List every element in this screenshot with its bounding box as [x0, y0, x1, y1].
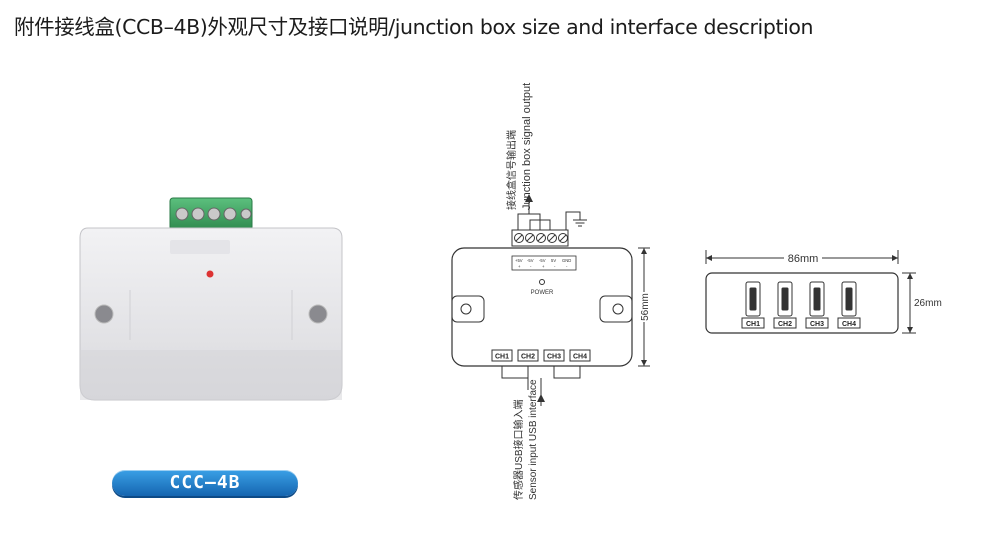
terminal-label-4: 5V: [551, 258, 556, 263]
front-ch1: CH1: [495, 354, 509, 361]
side-housing: [705, 272, 899, 334]
power-led-indicator: [539, 279, 545, 285]
sensor-input-en: Sensor input USB interface: [528, 379, 539, 500]
sensor-input-cn: 传感器USB接口输入端: [512, 399, 525, 500]
side-ch3: CH3: [810, 321, 824, 328]
terminal-sub-5: -: [566, 264, 568, 269]
signal-output-cn: 接线盒信号输出端: [505, 130, 518, 210]
terminal-label-5: GND: [562, 258, 571, 263]
side-ch4: CH4: [842, 321, 856, 328]
terminal-sub-1: +: [518, 264, 521, 269]
front-ch3: CH3: [547, 354, 561, 361]
product-photo: [79, 197, 343, 401]
side-view-diagram: 86mm 26mm CH1 CH2 CH3 CH4: [705, 250, 942, 334]
terminal-sub-3: +: [542, 264, 545, 269]
front-view-diagram: 接线盒信号输出端 Junction box signal output +5V …: [451, 83, 651, 500]
terminal-label-1: +5V: [515, 258, 523, 263]
front-ch2: CH2: [521, 354, 535, 361]
mounting-hole-left: [460, 303, 472, 315]
side-height-dim: 26mm: [914, 298, 942, 309]
terminal-sub-4: -: [554, 264, 556, 269]
mounting-hole-right: [612, 303, 624, 315]
mounting-hole-left: [94, 304, 114, 324]
terminal-sub-2: -: [530, 264, 532, 269]
terminal-label-3: -5V: [539, 258, 546, 263]
ground-icon: [573, 219, 587, 227]
terminal-block: [169, 197, 253, 231]
side-ch2: CH2: [778, 321, 792, 328]
model-label-pill: CCC–4B: [112, 470, 298, 496]
power-led: [206, 270, 214, 278]
side-ch1: CH1: [746, 321, 760, 328]
front-ch4: CH4: [573, 354, 587, 361]
mounting-hole-right: [308, 304, 328, 324]
signal-output-en: Junction box signal output: [521, 83, 533, 210]
terminal-screws: [511, 229, 569, 247]
terminal-label-2: -5V: [527, 258, 534, 263]
side-width-dim: 86mm: [788, 253, 819, 265]
front-height-dim: 56mm: [640, 293, 651, 321]
page-title: 附件接线盒(CCB–4B)外观尺寸及接口说明/junction box size…: [14, 15, 814, 39]
model-label: CCC–4B: [169, 472, 241, 493]
power-label: POWER: [531, 290, 554, 296]
